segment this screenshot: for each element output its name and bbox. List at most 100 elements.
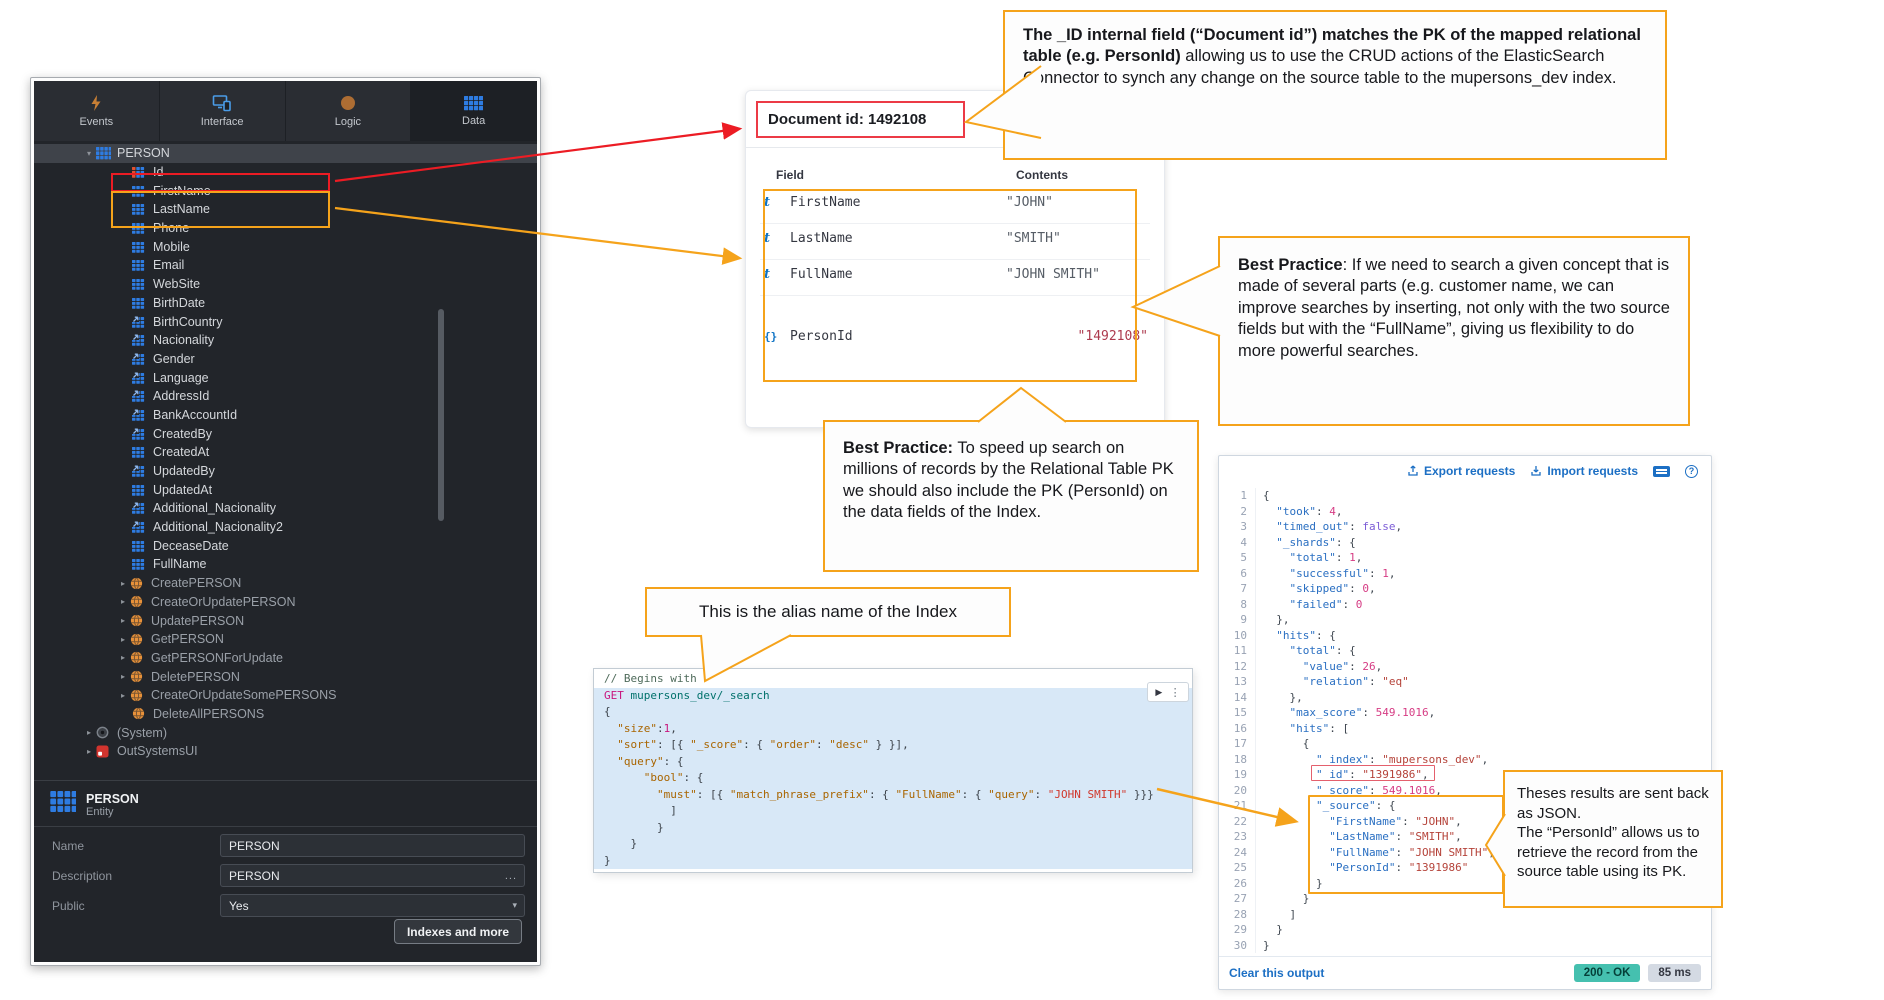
attr-ref-icon: [132, 315, 147, 328]
grid-icon: [464, 95, 484, 111]
description-field[interactable]: PERSON ...: [220, 864, 525, 887]
request-actions: ▶ ⋮: [1147, 682, 1189, 702]
response-time-badge: 85 ms: [1648, 964, 1701, 982]
clear-output-link[interactable]: Clear this output: [1229, 966, 1325, 980]
tree-item-website[interactable]: WebSite: [34, 275, 537, 294]
attr-ref-icon: [132, 465, 147, 478]
chevron-right-icon[interactable]: ▸: [120, 690, 125, 700]
name-label: Name: [52, 838, 85, 853]
chevron-right-icon[interactable]: ▸: [120, 634, 125, 644]
tree-item-createorupdateperson[interactable]: ▸CreateOrUpdatePERSON: [34, 593, 537, 612]
tree-item-outsystemsui[interactable]: ▸OutSystemsUI: [34, 742, 537, 761]
chevron-right-icon[interactable]: ▸: [120, 653, 125, 663]
tab-data[interactable]: Data: [411, 81, 536, 141]
chevron-right-icon[interactable]: ▸: [86, 746, 91, 756]
attr-icon: [132, 184, 147, 197]
chevron-right-icon[interactable]: ▸: [86, 728, 91, 738]
attr-icon: [132, 446, 147, 459]
tree-item-firstname[interactable]: FirstName: [34, 181, 537, 200]
import-requests-link[interactable]: Import requests: [1530, 464, 1638, 478]
chevron-right-icon[interactable]: ▸: [120, 597, 125, 607]
request-menu-icon[interactable]: ⋮: [1169, 686, 1181, 699]
attr-icon: [132, 240, 147, 253]
tree-item-createperson[interactable]: ▸CreatePERSON: [34, 574, 537, 593]
chevron-right-icon[interactable]: ▸: [120, 616, 125, 626]
tree-item-lastname[interactable]: LastName: [34, 200, 537, 219]
tree-item-createorupdatesomepersons[interactable]: ▸CreateOrUpdateSomePERSONS: [34, 686, 537, 705]
tree-item-deleteallpersons[interactable]: DeleteAllPERSONS: [34, 705, 537, 724]
attr-ref-icon: [132, 371, 147, 384]
attr-icon: [132, 259, 147, 272]
callout-results-json: Theses results are sent back as JSON.The…: [1503, 770, 1723, 908]
tree-item-getpersonforupdate[interactable]: ▸GetPERSONForUpdate: [34, 649, 537, 668]
tab-events[interactable]: Events: [34, 81, 159, 141]
text-type-icon: t: [764, 195, 771, 210]
send-request-icon[interactable]: ▶: [1155, 686, 1163, 697]
keyboard-shortcuts-icon[interactable]: [1653, 465, 1670, 477]
tree-item-mobile[interactable]: Mobile: [34, 237, 537, 256]
tree-item-language[interactable]: Language: [34, 368, 537, 387]
attr-icon: [132, 203, 147, 216]
field-row-fullname: t FullName"JOHN SMITH": [764, 267, 1100, 282]
attr-icon: [132, 558, 147, 571]
callout-document-id: The _ID internal field (“Document id”) m…: [1003, 10, 1667, 160]
callout-alias-name: This is the alias name of the Index: [645, 587, 1011, 637]
tree-item-addressid[interactable]: AddressId: [34, 387, 537, 406]
tree-item-additional_nacionality[interactable]: Additional_Nacionality: [34, 499, 537, 518]
chevron-down-icon[interactable]: ▾: [86, 148, 91, 158]
tree-item-updatedat[interactable]: UpdatedAt: [34, 480, 537, 499]
text-type-icon: t: [764, 231, 771, 246]
tree-item-deceasedate[interactable]: DeceaseDate: [34, 536, 537, 555]
tree-item-id[interactable]: Id: [34, 163, 537, 182]
tree-item-bankaccountid[interactable]: BankAccountId: [34, 406, 537, 425]
properties-title: PERSON: [86, 791, 139, 806]
attr-ref-icon: [132, 390, 147, 403]
tree-item-birthcountry[interactable]: BirthCountry: [34, 312, 537, 331]
attr-ref-icon: [132, 427, 147, 440]
system-icon: [96, 726, 111, 739]
action-icon: [130, 689, 145, 702]
document-id-box: Document id: 1492108: [756, 101, 965, 138]
field-row-firstname: t FirstName"JOHN": [764, 195, 1053, 210]
chevron-right-icon[interactable]: ▸: [120, 672, 125, 682]
attr-ref-icon: [132, 334, 147, 347]
ellipsis-icon[interactable]: ...: [504, 869, 517, 882]
tree-item-system[interactable]: ▸(System): [34, 723, 537, 742]
tree-item-updateperson[interactable]: ▸UpdatePERSON: [34, 611, 537, 630]
attr-ref-icon: [132, 352, 147, 365]
export-requests-link[interactable]: Export requests: [1407, 464, 1515, 478]
help-icon[interactable]: ?: [1685, 464, 1698, 478]
tree-item-nacionality[interactable]: Nacionality: [34, 331, 537, 350]
tree-item-gender[interactable]: Gender: [34, 350, 537, 369]
public-label: Public: [52, 898, 85, 913]
source-highlight-box-output: [1308, 795, 1504, 894]
tree-item-additional_nacionality2[interactable]: Additional_Nacionality2: [34, 518, 537, 537]
tree-item-person[interactable]: ▾PERSON: [34, 144, 537, 163]
attr-icon: [132, 278, 147, 291]
chevron-right-icon[interactable]: ▸: [120, 578, 125, 588]
screen-icon: [212, 94, 232, 112]
tree-item-createdat[interactable]: CreatedAt: [34, 443, 537, 462]
public-select[interactable]: Yes ▾: [220, 894, 525, 917]
tree-item-fullname[interactable]: FullName: [34, 555, 537, 574]
tab-logic[interactable]: Logic: [285, 81, 411, 141]
attr-icon: [132, 483, 147, 496]
attr-id-icon: [132, 166, 147, 179]
tree-item-deleteperson[interactable]: ▸DeletePERSON: [34, 667, 537, 686]
tree-item-email[interactable]: Email: [34, 256, 537, 275]
tab-interface[interactable]: Interface: [159, 81, 285, 141]
tree-item-createdby[interactable]: CreatedBy: [34, 424, 537, 443]
tree-scrollbar[interactable]: [438, 309, 444, 521]
tree-item-updatedby[interactable]: UpdatedBy: [34, 462, 537, 481]
name-field[interactable]: PERSON: [220, 834, 525, 857]
callout-personid-best-practice: Best Practice: To speed up search on mil…: [823, 420, 1199, 572]
tree-item-phone[interactable]: Phone: [34, 219, 537, 238]
attr-icon: [132, 539, 147, 552]
indexes-and-more-button[interactable]: Indexes and more: [393, 919, 522, 944]
tree-item-getperson[interactable]: ▸GetPERSON: [34, 630, 537, 649]
tree-item-birthdate[interactable]: BirthDate: [34, 294, 537, 313]
description-label: Description: [52, 868, 113, 883]
action-icon: [130, 577, 145, 590]
